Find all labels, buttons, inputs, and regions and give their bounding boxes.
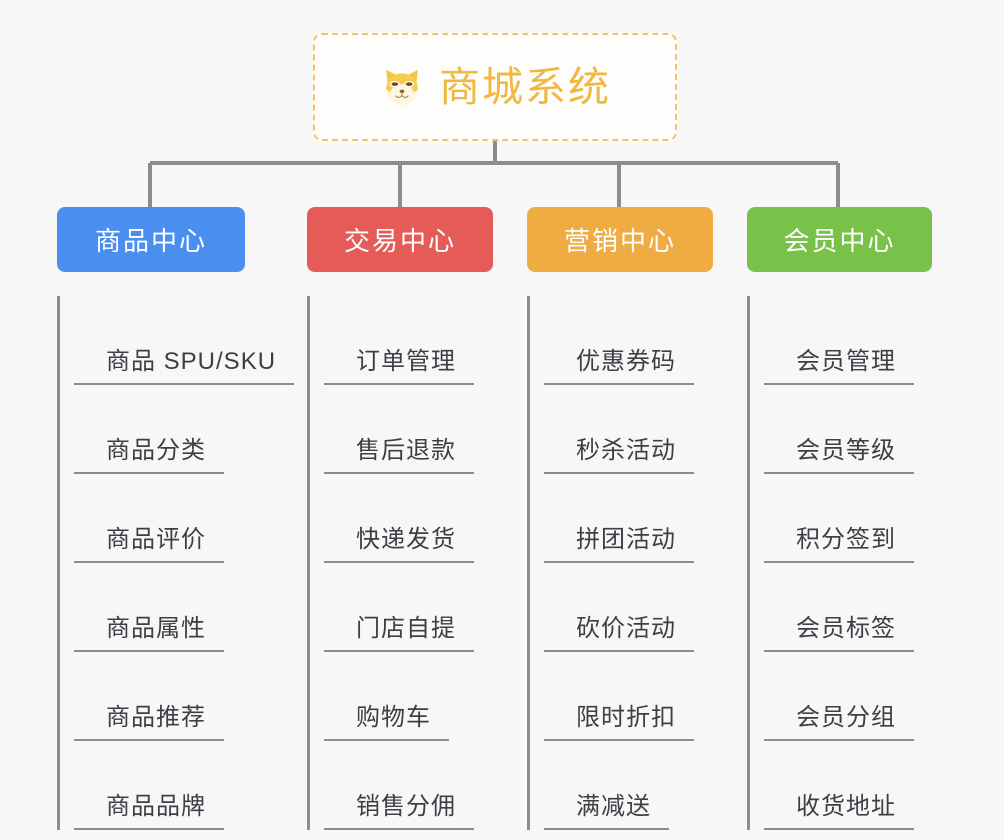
column-trade-center: 交易中心 订单管理 售后退款 快递发货 门店自提 购物车 销售分佣 (307, 207, 493, 830)
list-item[interactable]: 商品推荐 (74, 652, 245, 741)
list-item[interactable]: 购物车 (324, 652, 493, 741)
list-item[interactable]: 收货地址 (764, 741, 932, 830)
list-item[interactable]: 会员分组 (764, 652, 932, 741)
root-node-label: 商城系统 (439, 63, 611, 110)
root-node-mall-system[interactable]: 商城系统 (313, 33, 677, 141)
list-item[interactable]: 优惠券码 (544, 296, 713, 385)
list-item[interactable]: 商品 SPU/SKU (74, 296, 295, 385)
list-item[interactable]: 售后退款 (324, 385, 493, 474)
list-item[interactable]: 快递发货 (324, 474, 493, 563)
item-list-marketing-center: 优惠券码 秒杀活动 拼团活动 砍价活动 限时折扣 满减送 (527, 296, 713, 830)
list-item-label: 会员分组 (764, 697, 914, 741)
list-item[interactable]: 商品分类 (74, 385, 245, 474)
column-product-center: 商品中心 商品 SPU/SKU 商品分类 商品评价 商品属性 商品推荐 商品品牌 (57, 207, 295, 830)
list-item-label: 满减送 (544, 786, 669, 830)
category-label: 交易中心 (343, 226, 456, 256)
category-header-trade-center[interactable]: 交易中心 (307, 207, 493, 272)
list-item[interactable]: 销售分佣 (324, 741, 493, 830)
category-label: 会员中心 (783, 226, 896, 256)
list-item-label: 商品 SPU/SKU (74, 341, 295, 385)
list-item-label: 购物车 (324, 697, 449, 741)
list-item-label: 商品分类 (74, 430, 224, 474)
list-item-label: 商品推荐 (74, 697, 224, 741)
list-item[interactable]: 会员标签 (764, 563, 932, 652)
list-item-label: 秒杀活动 (544, 430, 694, 474)
list-item[interactable]: 会员等级 (764, 385, 932, 474)
column-marketing-center: 营销中心 优惠券码 秒杀活动 拼团活动 砍价活动 限时折扣 满减送 (527, 207, 713, 830)
list-item-label: 商品评价 (74, 519, 224, 563)
item-list-member-center: 会员管理 会员等级 积分签到 会员标签 会员分组 收货地址 (747, 296, 932, 830)
list-item-label: 拼团活动 (544, 519, 694, 563)
list-item[interactable]: 订单管理 (324, 296, 493, 385)
item-list-product-center: 商品 SPU/SKU 商品分类 商品评价 商品属性 商品推荐 商品品牌 (57, 296, 295, 830)
list-item[interactable]: 砍价活动 (544, 563, 713, 652)
list-item-label: 限时折扣 (544, 697, 694, 741)
list-item[interactable]: 会员管理 (764, 296, 932, 385)
list-item-label: 优惠券码 (544, 341, 694, 385)
list-item-label: 订单管理 (324, 341, 474, 385)
list-item[interactable]: 满减送 (544, 741, 713, 830)
list-item-label: 售后退款 (324, 430, 474, 474)
list-item-label: 快递发货 (324, 519, 474, 563)
list-item[interactable]: 限时折扣 (544, 652, 713, 741)
list-item-label: 会员标签 (764, 608, 914, 652)
category-header-member-center[interactable]: 会员中心 (747, 207, 932, 272)
category-header-product-center[interactable]: 商品中心 (57, 207, 245, 272)
list-item[interactable]: 拼团活动 (544, 474, 713, 563)
list-item-label: 会员管理 (764, 341, 914, 385)
shiba-dog-emoji (386, 69, 418, 105)
list-item[interactable]: 商品品牌 (74, 741, 245, 830)
list-item-label: 门店自提 (324, 608, 474, 652)
list-item-label: 积分签到 (764, 519, 914, 563)
list-item-label: 销售分佣 (324, 786, 474, 830)
column-member-center: 会员中心 会员管理 会员等级 积分签到 会员标签 会员分组 收货地址 (747, 207, 932, 830)
list-item[interactable]: 门店自提 (324, 563, 493, 652)
list-item-label: 会员等级 (764, 430, 914, 474)
list-item[interactable]: 商品属性 (74, 563, 245, 652)
list-item-label: 商品属性 (74, 608, 224, 652)
list-item-label: 砍价活动 (544, 608, 694, 652)
category-label: 营销中心 (563, 226, 676, 256)
item-list-trade-center: 订单管理 售后退款 快递发货 门店自提 购物车 销售分佣 (307, 296, 493, 830)
list-item[interactable]: 商品评价 (74, 474, 245, 563)
list-item[interactable]: 积分签到 (764, 474, 932, 563)
category-label: 商品中心 (94, 226, 207, 256)
list-item-label: 收货地址 (764, 786, 914, 830)
list-item-label: 商品品牌 (74, 786, 224, 830)
category-header-marketing-center[interactable]: 营销中心 (527, 207, 713, 272)
list-item[interactable]: 秒杀活动 (544, 385, 713, 474)
